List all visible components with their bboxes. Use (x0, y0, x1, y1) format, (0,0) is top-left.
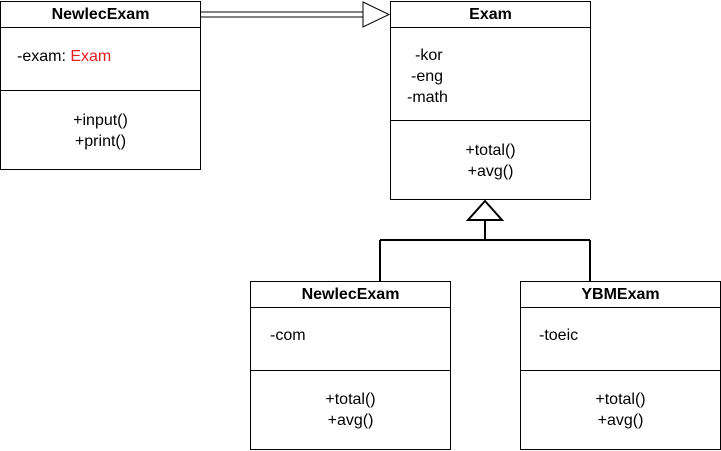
method-item: +total() (325, 391, 376, 408)
method-item: +total() (465, 142, 516, 159)
attribute-item: -toeic (539, 327, 579, 344)
generalization-triangle-icon (465, 199, 505, 221)
attribute-list: -com (270, 325, 306, 346)
class-name: NewlecExam (251, 282, 450, 308)
attribute-list: -toeic (539, 325, 578, 346)
method-list: +total() +avg() (521, 389, 720, 431)
method-item: +avg() (597, 412, 644, 429)
class-name: NewlecExam (1, 2, 200, 28)
section-divider (251, 370, 450, 371)
class-newlecexam-sub[interactable]: NewlecExam -com +total() +avg() (250, 281, 451, 450)
class-newlecexam-top[interactable]: NewlecExam -exam: Exam +input() +print() (0, 1, 201, 170)
method-list: +input() +print() (1, 110, 200, 152)
method-list: +total() +avg() (251, 389, 450, 431)
class-ybmexam[interactable]: YBMExam -toeic +total() +avg() (520, 281, 721, 450)
method-item: +avg() (467, 163, 514, 180)
section-divider (1, 90, 200, 91)
attribute-list: -exam: Exam (17, 46, 111, 67)
class-name: YBMExam (521, 282, 720, 308)
class-exam[interactable]: Exam -kor -eng -math +total() +avg() (390, 1, 591, 200)
hollow-arrowhead-icon (362, 1, 391, 28)
method-item: +avg() (327, 412, 374, 429)
attribute-name: -exam: (17, 48, 71, 65)
attribute-item: -kor (415, 47, 443, 64)
attribute-item: -math (407, 89, 448, 106)
method-item: +total() (595, 391, 646, 408)
attribute-item: -com (270, 327, 306, 344)
attribute-type: Exam (70, 48, 112, 65)
section-divider (391, 120, 590, 121)
attribute-item: -eng (411, 68, 444, 85)
method-item: +print() (74, 133, 127, 150)
class-name: Exam (391, 2, 590, 28)
attribute-item: -exam: Exam (17, 46, 111, 67)
method-list: +total() +avg() (391, 140, 590, 182)
attribute-list: -kor -eng -math (407, 45, 448, 108)
method-item: +input() (73, 112, 128, 129)
section-divider (521, 370, 720, 371)
